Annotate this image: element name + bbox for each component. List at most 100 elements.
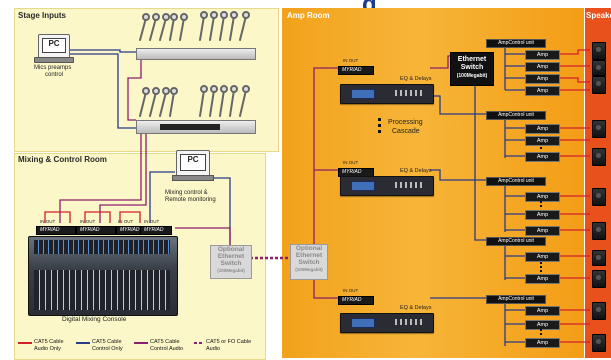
- inout-label-2: IN OUT: [80, 219, 96, 224]
- ampcontrol-unit-1: AmpControl unit: [486, 39, 546, 48]
- eth-switch-l1: Ethernet: [457, 56, 487, 63]
- cable-mixpc-switch: [205, 177, 231, 245]
- legend-ctlaudio-l1: CAT5 Cable: [150, 339, 180, 345]
- speaker-11: [592, 334, 606, 352]
- legend-line-fo: [194, 342, 204, 344]
- eth-switch-l3: (100Megabit): [456, 73, 488, 79]
- amp-13: Amp: [525, 306, 560, 316]
- mixing-pc-keyboard: [172, 175, 214, 181]
- stagebox-1: [136, 48, 256, 60]
- microphone-group-1: [139, 11, 250, 41]
- amp-8: Amp: [525, 192, 560, 202]
- amp-10: Amp: [525, 226, 560, 236]
- legend-control-l2: Control Only: [92, 346, 123, 352]
- console-meterbridge: [34, 240, 170, 254]
- mixing-myriad-1: MYRIAD: [36, 226, 76, 235]
- amp-4: Amp: [525, 86, 560, 96]
- optional-switch-amp: Optional Ethernet Switch (100Megabit): [290, 244, 328, 280]
- proc3-inout: IN OUT: [343, 288, 359, 293]
- speaker-5: [592, 148, 606, 166]
- proc1-device: [340, 84, 434, 104]
- speaker-4: [592, 120, 606, 138]
- amp-ellipsis-2: [540, 201, 542, 209]
- legend-audio-l1: CAT5 Cable: [34, 339, 64, 345]
- opt-switch-mix-l2: Ethernet: [217, 253, 245, 260]
- speaker-3: [592, 76, 606, 94]
- proc1-inout: IN OUT: [343, 58, 359, 63]
- stagebox-2-rack: [160, 124, 220, 130]
- speaker-10: [592, 302, 606, 320]
- stage-pc-screen-label: PC: [42, 38, 66, 53]
- amp-6: Amp: [525, 136, 560, 146]
- mixing-pc-caption-2: Remote monitoring: [165, 197, 216, 203]
- amp-1: Amp: [525, 50, 560, 60]
- speakers-title: Speake: [586, 11, 611, 20]
- mixing-myriad-4: MYRIAD: [140, 226, 172, 235]
- cable-proc2: [430, 169, 486, 181]
- mixing-myriad-2: MYRIAD: [76, 226, 116, 235]
- proc1-myriad: MYRIAD: [338, 66, 374, 75]
- amp-ellipsis-3: [540, 262, 542, 272]
- console-faders: [34, 270, 170, 310]
- stage-pc-keyboard: [34, 57, 74, 63]
- speaker-2: [592, 60, 606, 76]
- inout-label-1: IN OUT: [40, 219, 56, 224]
- stage-inputs-title: Stage Inputs: [18, 11, 67, 20]
- legend-line-control: [76, 342, 90, 344]
- cable-console-switch: [175, 227, 231, 245]
- speaker-6: [592, 188, 606, 206]
- proc2-eq-label: EQ & Delays: [400, 168, 432, 174]
- cable-eth-down: [474, 86, 486, 241]
- processing-label-1: Processing: [388, 119, 423, 126]
- ethernet-switch: Ethernet Switch (100Megabit): [450, 52, 494, 86]
- legend-control-l1: CAT5 Cable: [92, 339, 122, 345]
- processing-label-2: Cascade: [392, 128, 420, 135]
- mixing-pc-caption-1: Mixing control &: [165, 190, 208, 196]
- legend-line-control-audio: [134, 342, 148, 344]
- amp-ellipsis-4: [540, 329, 542, 337]
- proc3-eq-label: EQ & Delays: [400, 305, 432, 311]
- inout-label-3: IN OUT: [118, 219, 134, 224]
- opt-switch-amp-l1: Optional: [295, 245, 323, 252]
- legend-line-audio: [18, 342, 32, 344]
- speaker-7: [592, 222, 606, 240]
- amp-14: Amp: [525, 320, 560, 330]
- amp-7: Amp: [525, 152, 560, 162]
- opt-switch-amp-l2: Ethernet: [295, 252, 323, 259]
- opt-switch-mix-l3: Switch: [220, 260, 242, 267]
- proc1-eq-label: EQ & Delays: [400, 76, 432, 82]
- amp-5: Amp: [525, 124, 560, 134]
- amp-3: Amp: [525, 74, 560, 84]
- opt-switch-amp-l4: (100Megabit): [295, 267, 323, 272]
- amp-9: Amp: [525, 210, 560, 220]
- amp-15: Amp: [525, 338, 560, 348]
- amp-room-title: Amp Room: [287, 11, 330, 20]
- legend-fo-l1: CAT5 or FO Cable: [206, 339, 252, 345]
- amp-ellipsis-1: [540, 143, 542, 151]
- proc2-device: [340, 176, 434, 196]
- amp-12: Amp: [525, 274, 560, 284]
- cable-stage-down-1: [127, 58, 142, 121]
- mixing-pc-screen-label: PC: [180, 154, 206, 171]
- proc3-myriad: MYRIAD: [338, 296, 374, 305]
- amp-11: Amp: [525, 252, 560, 262]
- mixing-pc-monitor: PC: [176, 150, 210, 178]
- inout-label-4: IN OUT: [144, 219, 160, 224]
- opt-switch-amp-l3: Switch: [298, 259, 320, 266]
- cable-stage-down-3: [99, 134, 147, 223]
- speaker-9: [592, 270, 606, 288]
- amp-2: Amp: [525, 62, 560, 72]
- cable-proc1-down: [430, 95, 486, 115]
- optional-switch-mixing: Optional Ethernet Switch (100Megabit): [210, 245, 252, 279]
- stage-pc-caption-1: Mics preamps: [34, 65, 72, 71]
- stage-pc-caption-2: control: [45, 72, 64, 78]
- speaker-1: [592, 42, 606, 60]
- microphone-group-2: [139, 85, 250, 117]
- cable-myriad-loop-3: [119, 211, 141, 223]
- cable-myriad-loop-2: [84, 211, 111, 223]
- eth-switch-l2: Switch: [460, 64, 484, 71]
- speaker-8: [592, 250, 606, 266]
- stage-pc-laptop: PC: [38, 34, 70, 60]
- cable-pc-to-stagebox-2: [66, 53, 136, 129]
